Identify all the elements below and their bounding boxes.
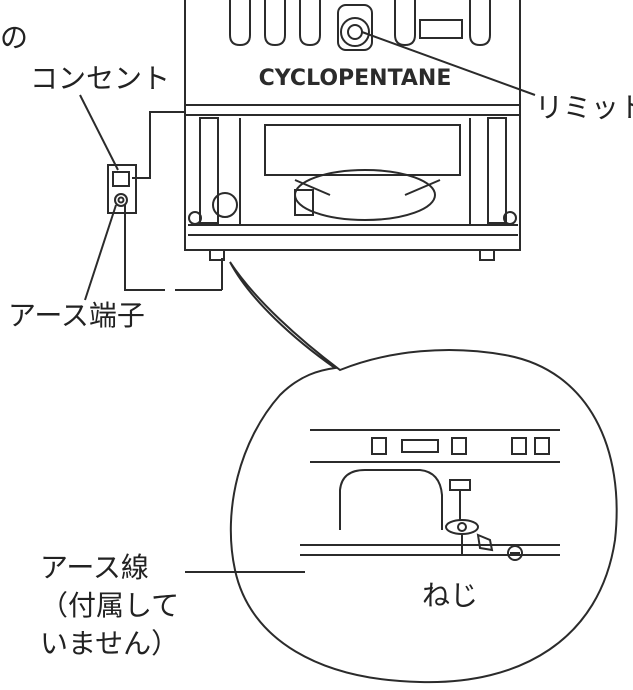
compressor-pipe-left [294,179,331,196]
foot-right [479,249,495,261]
ground-wire-path [124,205,165,291]
foot-left [209,249,225,261]
vent-slot [264,0,286,47]
vent-slot [229,0,251,47]
vent-slot [299,0,321,47]
outlet-box [107,164,137,214]
foot-screw-left [188,211,202,225]
wire-lug [476,533,494,552]
compressor-body [294,169,436,221]
label-outlet: コンセント [30,62,171,95]
relay-component [212,192,238,218]
label-ground-wire: アース線 [40,551,149,584]
leader-ground-terminal [84,204,117,301]
screw-head [449,479,471,491]
outlet-socket [112,171,130,187]
vent-slot [469,0,491,47]
label-ground-wire-note: （付属して [40,589,180,622]
foot-screw-right [503,211,517,225]
washer-center [457,522,467,532]
callout-bubble [229,261,618,684]
vent-rect [419,19,463,39]
detail-slot [451,437,467,455]
detail-slot [371,437,387,455]
label-ground-wire-note-2: いません） [40,627,180,660]
detail-compressor-cap [339,469,443,530]
detail-slot [534,437,550,455]
left-column [199,117,219,224]
unit-marking: CYCLOPENTANE [259,66,452,91]
limit-switch-inner [347,24,363,40]
label-ground-terminal: アース端子 [8,299,145,332]
detail-screw-right [507,545,523,561]
compressor-terminal [294,189,314,216]
label-partial: の [0,21,29,54]
limit-switch-outer [340,17,370,47]
leader-limit [361,31,536,96]
detail-slot [511,437,527,455]
leader-outlet [79,94,119,171]
limit-switch-frame [337,4,373,51]
ground-terminal-screw [114,193,128,207]
label-screw: ねじ [422,579,479,612]
vent-slot [394,0,416,47]
upper-panel [264,124,461,176]
detail-slot-wide [401,439,439,453]
compressor-pipe-right [404,179,441,196]
right-column [487,117,507,224]
ground-terminal-center [117,196,125,204]
power-cord [132,111,185,179]
label-limit: リミット [535,91,633,124]
